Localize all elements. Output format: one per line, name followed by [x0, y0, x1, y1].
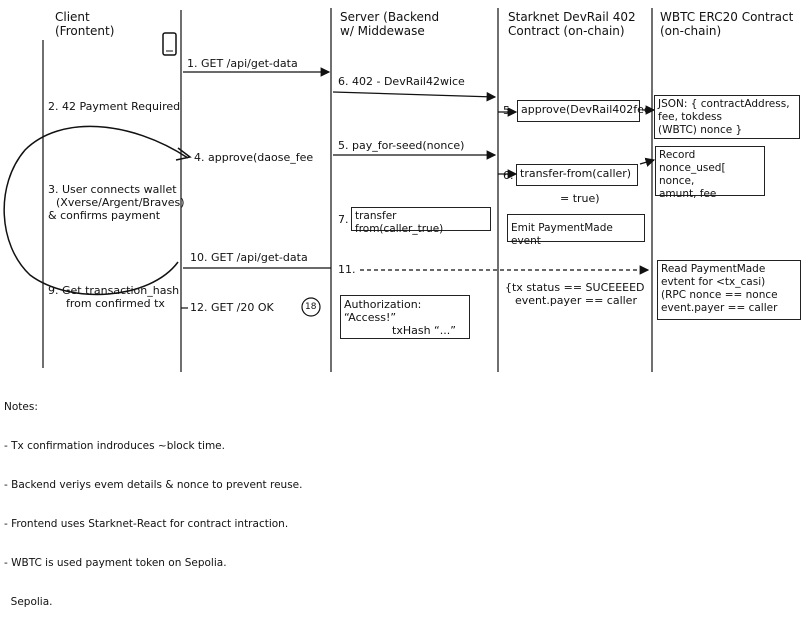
step-6-label: 6.	[503, 169, 514, 182]
note-item: Sepolia.	[4, 596, 53, 608]
client-header: Client(Frontent)	[55, 10, 115, 38]
step-12-circle	[301, 297, 321, 317]
phone-icon	[162, 32, 177, 56]
step-12-circle-label: 18	[305, 302, 317, 312]
wbtc-header: WBTC ERC20 Contract(on-chain)	[660, 10, 794, 38]
sequence-diagram-canvas	[3, 8, 656, 372]
step-10-label: 10. GET /api/get-data	[190, 251, 308, 264]
note-item: - WBTC is used payment token on Sepolia.	[4, 557, 227, 569]
transfer-server-box: transfer from(caller_true)	[351, 207, 491, 235]
json-box: JSON: { contractAddress,fee, tokdess(WBT…	[654, 95, 800, 139]
step-1-label: 1. GET /api/get-data	[187, 57, 298, 70]
step-5-label: 5.	[503, 104, 514, 117]
note-item: - Backend veriys evem details & nonce to…	[4, 479, 303, 491]
step-11-label: 11.	[338, 263, 356, 276]
step-5-pay-label: 5. pay_for-seed(nonce)	[338, 139, 465, 152]
step-7-label: 7.	[338, 213, 349, 226]
emit-event-box: Emit PaymentMade event	[507, 214, 645, 247]
notes-heading: Notes:	[4, 401, 38, 413]
note-item: - Tx confirmation indroduces ~block time…	[4, 440, 225, 452]
notes-block: Notes: - Tx confirmation indroduces ~blo…	[4, 375, 302, 622]
transfer-from-box: transfer-from(caller)	[516, 164, 638, 186]
authorization-box: Authorization: “Access!”txHash “...”	[340, 295, 470, 339]
wallet-loop-curve	[3, 125, 189, 296]
record-nonce-box: Record nonce_used[nonce,amunt, fee	[655, 146, 765, 200]
step-2-label: 2. 42 Payment Required	[48, 100, 181, 113]
eq-true-label: = true)	[560, 192, 600, 205]
step-3-label: 3. User connects wallet(Xverse/Argent/Br…	[48, 183, 185, 222]
arrow-step-6-record	[639, 157, 656, 167]
step-4-label: 4. approve(daose_fee	[194, 151, 314, 164]
arrow-step-6-response	[332, 91, 497, 102]
approve-box: approve(DevRail402fee	[517, 100, 651, 122]
step-6-response-label: 6. 402 - DevRail42wice	[338, 75, 465, 88]
step-12-label: 12. GET /20 OK	[190, 301, 274, 314]
note-item: - Frontend uses Starknet-React for contr…	[4, 518, 289, 530]
